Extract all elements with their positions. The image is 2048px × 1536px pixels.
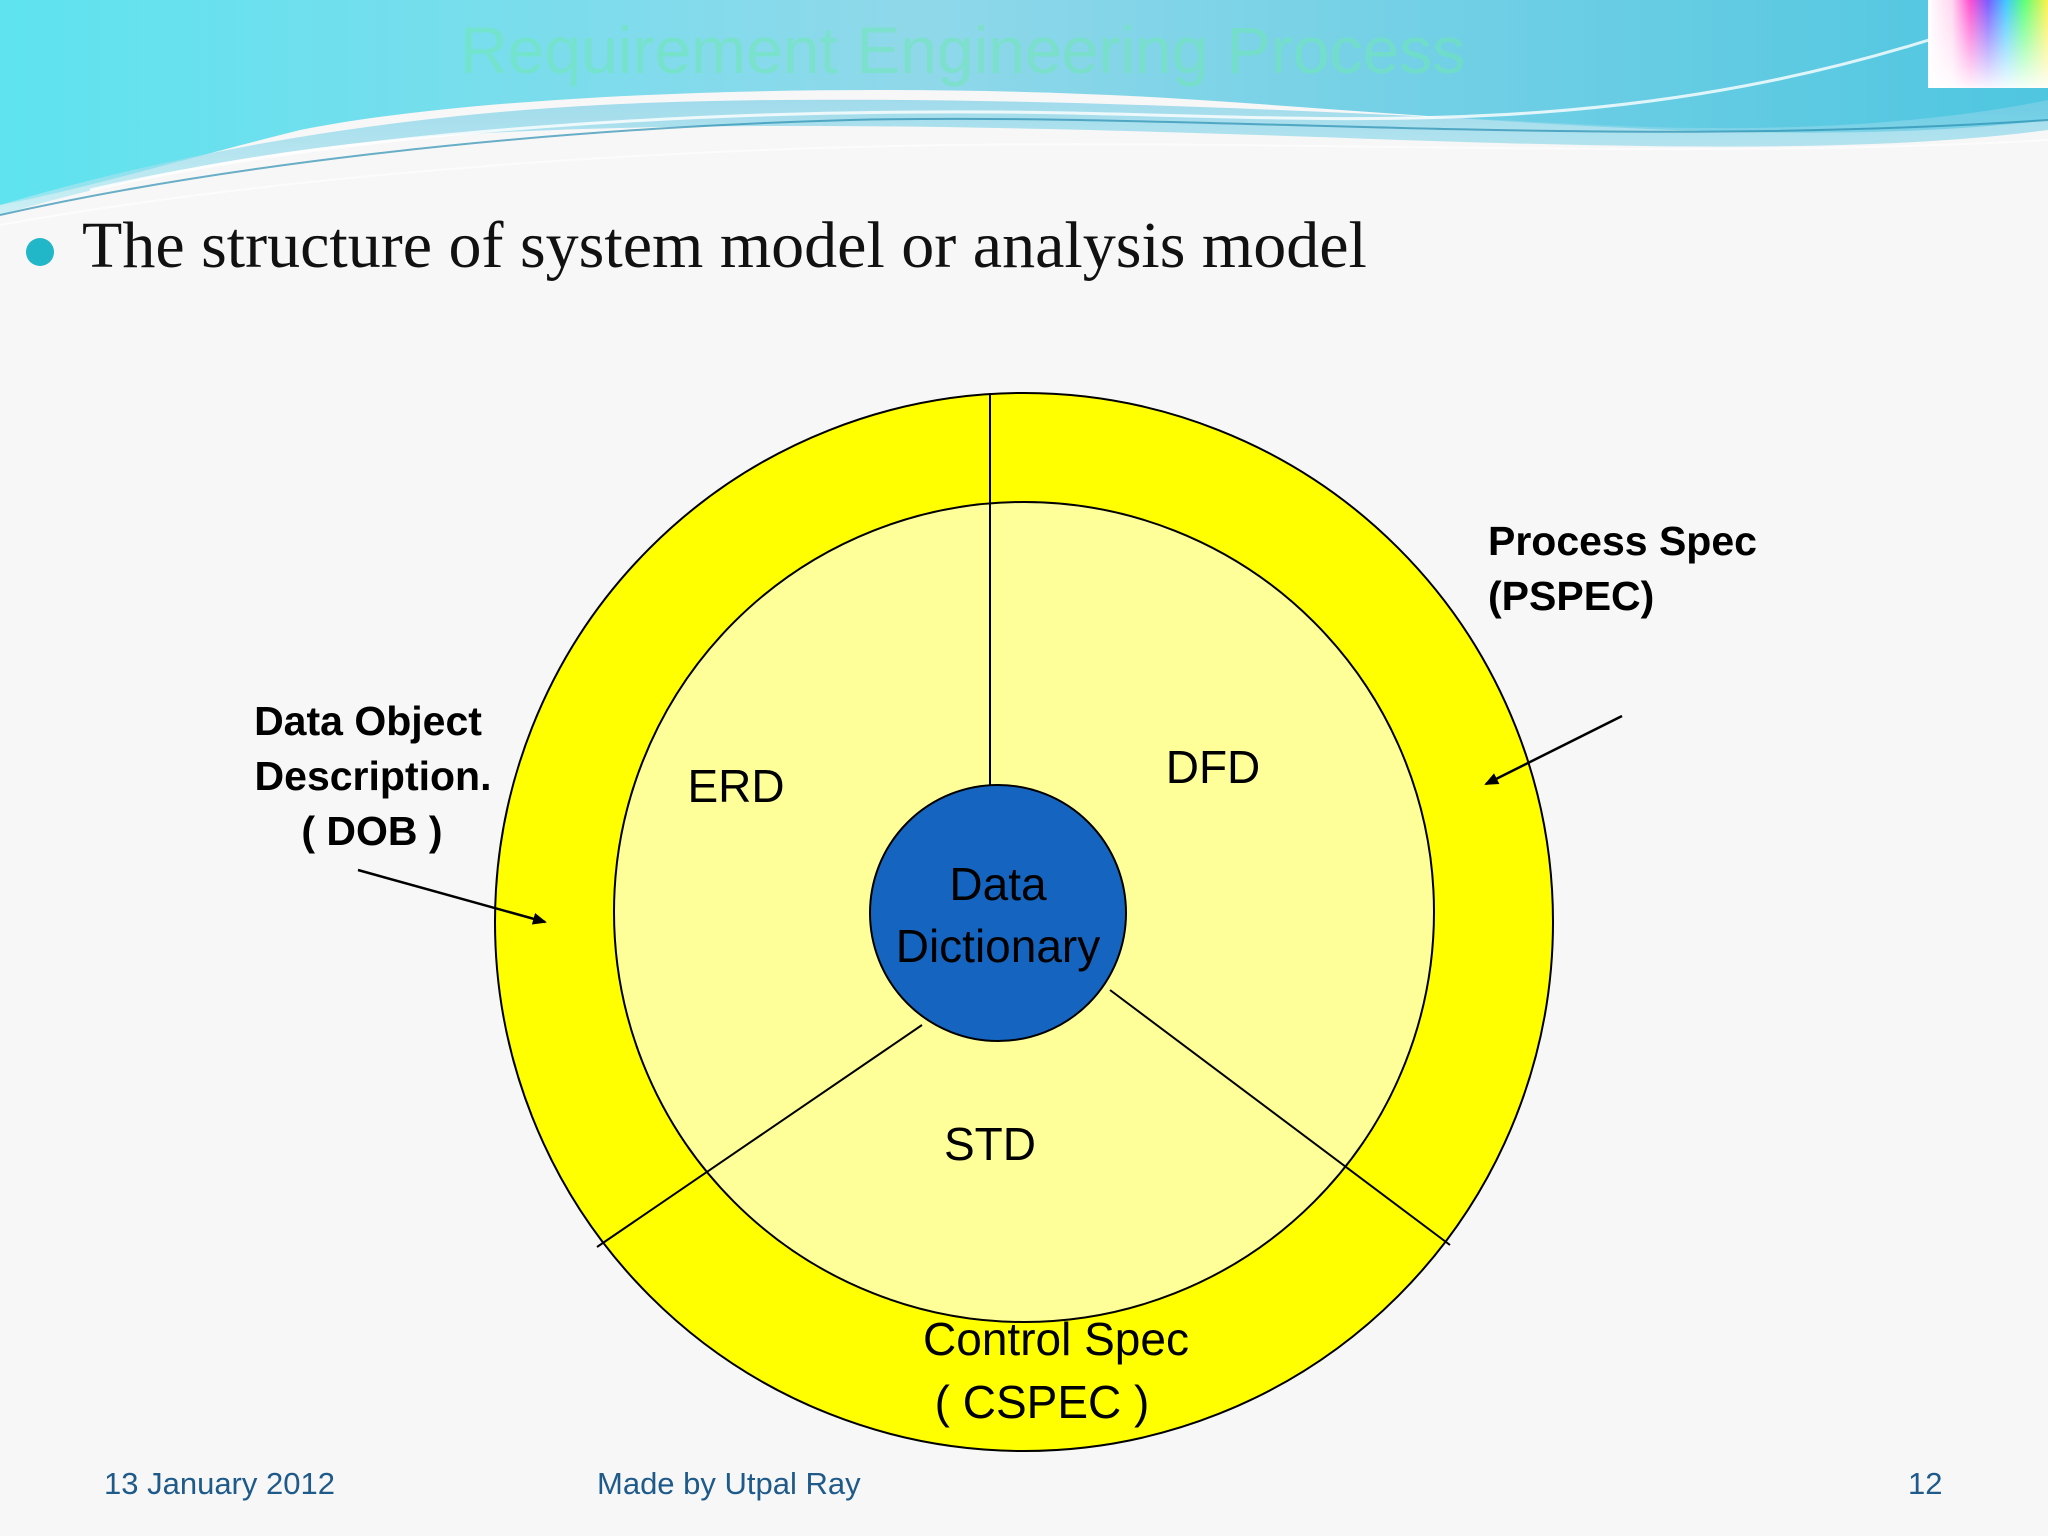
pspec-callout-line2: (PSPEC) [1488, 573, 1654, 619]
divider-bottom-right [1109, 989, 1451, 1246]
data-dictionary-circle [869, 784, 1127, 1042]
bullet-icon [26, 238, 54, 266]
erd-label: ERD [687, 760, 784, 812]
dob-callout-line1: Data Object [254, 698, 482, 744]
cspec-label-line2: ( CSPEC ) [935, 1376, 1150, 1428]
dfd-label: DFD [1166, 741, 1261, 793]
pspec-callout-line1: Process Spec [1488, 518, 1757, 564]
footer-date: 13 January 2012 [104, 1466, 335, 1501]
dob-arrow [357, 868, 547, 925]
slide-title: Requirement Engineering Process [460, 13, 1466, 87]
header-wave-decoration [0, 0, 2048, 226]
data-dictionary-label-line2: Dictionary [896, 920, 1101, 972]
std-label: STD [944, 1118, 1036, 1170]
footer-page-number: 12 [1908, 1466, 1943, 1501]
footer-author: Made by Utpal Ray [597, 1466, 861, 1501]
divider-bottom-left [596, 1024, 923, 1248]
dob-callout-line3: ( DOB ) [301, 808, 442, 854]
dob-callout-line2: Description. [255, 753, 492, 799]
color-swatch-decoration [1928, 0, 2048, 88]
bullet-item: The structure of system model or analysi… [26, 208, 1626, 298]
pspec-arrow [1484, 714, 1623, 786]
data-dictionary-label-line1: Data [949, 858, 1047, 910]
cspec-label-line1: Control Spec [923, 1313, 1189, 1365]
bullet-text: The structure of system model or analysi… [82, 209, 1367, 282]
